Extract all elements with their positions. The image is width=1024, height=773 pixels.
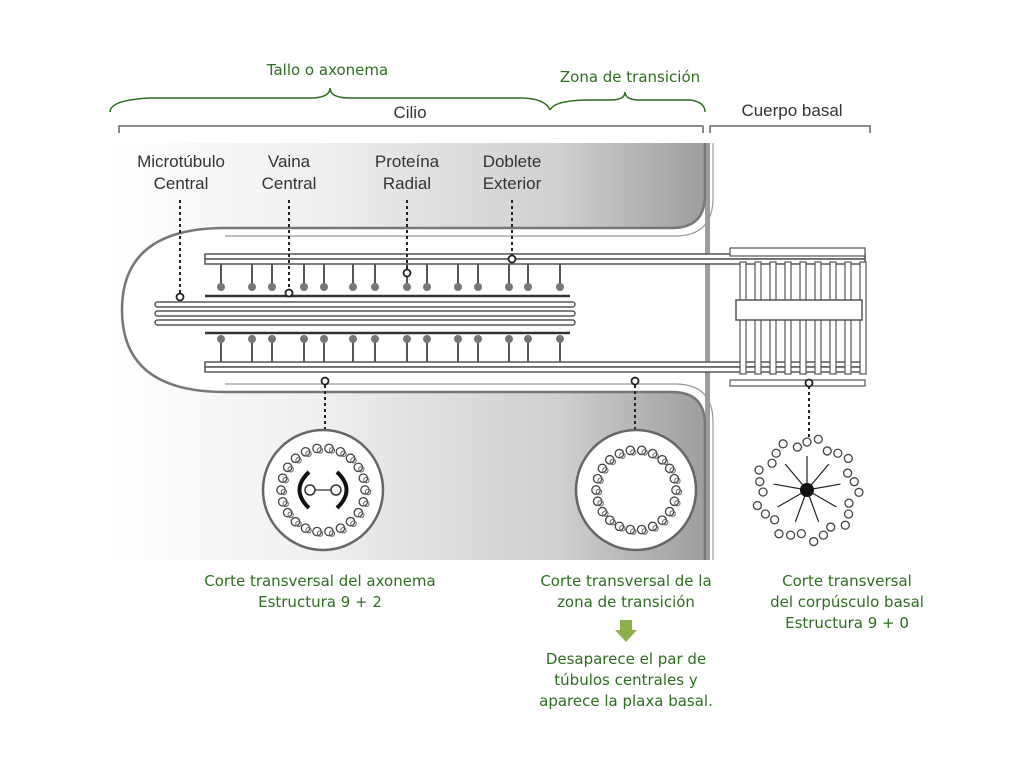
transition-note: Desaparece el par de túbulos centrales y… — [539, 650, 713, 710]
basal-body-label: Cuerpo basal — [741, 101, 843, 120]
cilium-membrane — [120, 143, 707, 560]
central-sheath-label: Vaina Central — [261, 152, 317, 193]
axoneme-caption: Corte transversal del axonema Estructura… — [204, 572, 436, 611]
central-microtubules — [154, 301, 576, 326]
basal-body — [729, 247, 867, 387]
transition-caption: Corte transversal de la zona de transici… — [540, 572, 712, 611]
cilium-bracket — [118, 125, 704, 133]
basal-body-bracket — [709, 125, 871, 133]
shaft-label: Tallo o axonema — [266, 61, 389, 79]
basal-caption: Corte transversal del corpúsculo basal E… — [770, 572, 924, 632]
transition-brace — [549, 91, 706, 113]
shaft-brace — [109, 87, 551, 113]
cilium-label: Cilio — [393, 103, 427, 122]
radial-protein-label: Proteína Radial — [374, 152, 440, 193]
transition-cross-section — [574, 428, 698, 552]
radial-spokes — [217, 264, 564, 362]
outer-doublet-bottom — [204, 361, 866, 373]
axoneme-cross-section — [261, 428, 385, 552]
transition-zone-label: Zona de transición — [559, 68, 701, 86]
central-microtubule-label: Microtúbulo Central — [137, 152, 225, 193]
basal-cross-section — [752, 434, 864, 547]
outer-doublet-label: Doblete Exterior — [482, 152, 542, 193]
pointer-dots — [175, 254, 814, 388]
arrow-down-icon — [615, 620, 637, 642]
structure-pointers — [179, 200, 810, 440]
